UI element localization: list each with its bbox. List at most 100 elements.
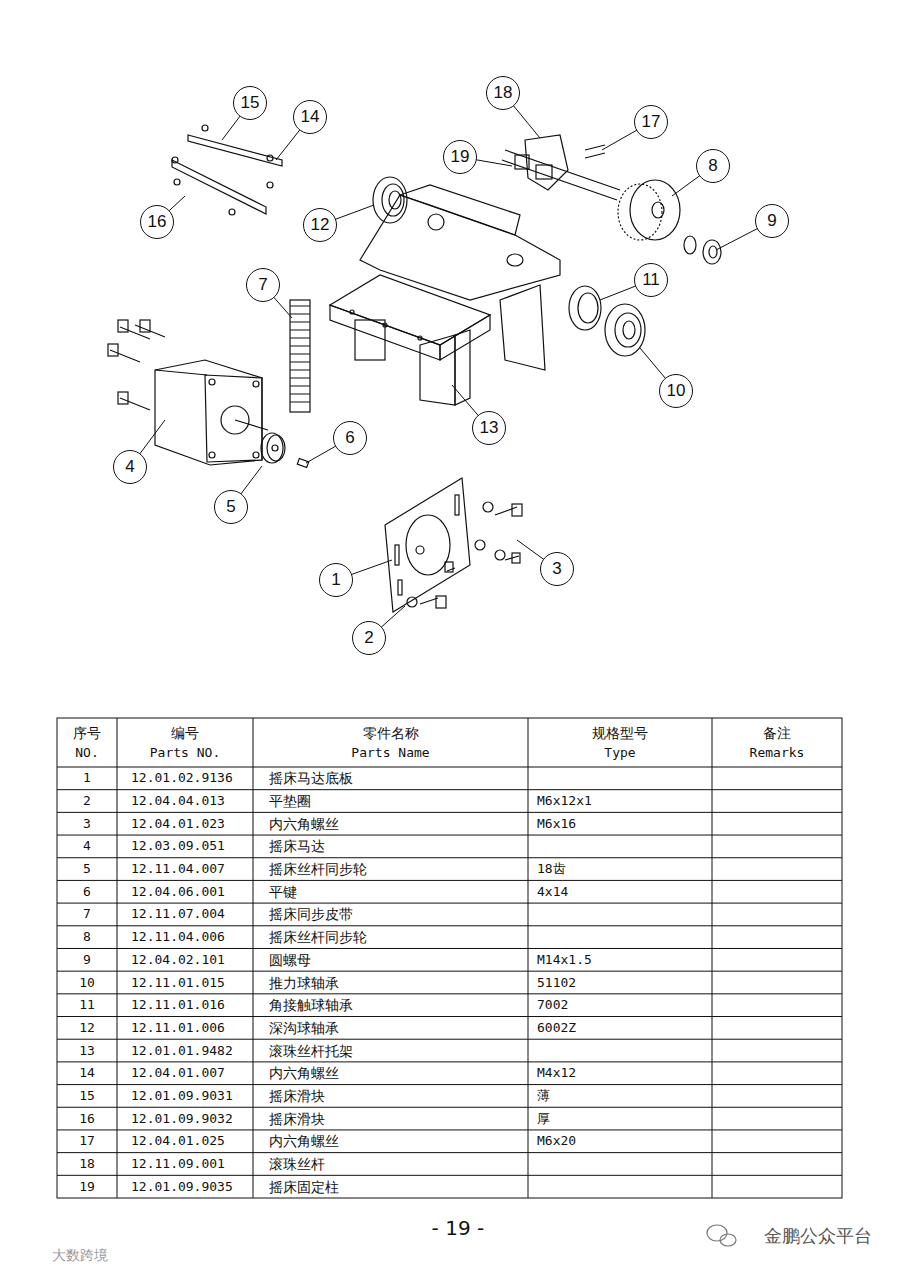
bearings xyxy=(569,286,645,356)
callout-circle: 9 xyxy=(755,204,789,238)
table-header: 零件名称 xyxy=(363,725,419,741)
part-number: 12.04.01.023 xyxy=(131,816,225,832)
callout-number: 11 xyxy=(642,270,660,290)
table-cell: 11 xyxy=(79,997,95,1013)
part-number: 12.04.01.007 xyxy=(131,1065,225,1081)
table-cell: 15 xyxy=(79,1088,95,1104)
part-name: 平垫圈 xyxy=(269,793,311,809)
table-cell: 4 xyxy=(83,838,91,854)
table-header: Parts NO. xyxy=(150,745,220,761)
deep-groove-bearing xyxy=(373,177,407,223)
table-header: 备注 xyxy=(763,725,791,741)
timing-pulley xyxy=(618,180,680,240)
callout-circle: 5 xyxy=(214,490,248,524)
part-name: 摇床滑块 xyxy=(269,1111,325,1127)
callout-number: 8 xyxy=(708,156,717,176)
part-name: 深沟球轴承 xyxy=(269,1020,339,1036)
callout-circle: 8 xyxy=(696,149,730,183)
round-nut xyxy=(684,236,721,264)
slider-rails xyxy=(172,125,282,215)
callout-number: 14 xyxy=(301,107,320,127)
table-cell: 7 xyxy=(83,906,91,922)
table-header: NO. xyxy=(75,745,98,761)
part-name: 平键 xyxy=(269,884,297,900)
callout-number: 17 xyxy=(642,112,661,132)
callout-circle: 10 xyxy=(659,374,693,408)
small-pulley xyxy=(261,433,309,468)
part-type: 薄 xyxy=(537,1088,550,1104)
part-name: 角接触球轴承 xyxy=(269,997,353,1013)
callout-number: 1 xyxy=(331,570,340,590)
callout-circle: 4 xyxy=(113,450,147,484)
table-cell: 14 xyxy=(79,1065,95,1081)
motor xyxy=(108,320,268,465)
part-type: 4x14 xyxy=(537,884,568,900)
part-number: 12.01.01.9482 xyxy=(131,1043,233,1059)
callout-number: 19 xyxy=(451,147,470,167)
part-number: 12.11.04.007 xyxy=(131,861,225,877)
callout-circle: 18 xyxy=(486,76,520,110)
part-type: 厚 xyxy=(537,1111,550,1127)
part-name: 摇床固定柱 xyxy=(269,1179,339,1195)
part-number: 12.01.09.9035 xyxy=(131,1179,233,1195)
part-name: 推力球轴承 xyxy=(269,975,339,991)
callout-circle: 7 xyxy=(246,268,280,302)
callout-number: 12 xyxy=(311,215,330,235)
callout-number: 6 xyxy=(345,428,354,448)
part-type: 18齿 xyxy=(537,861,566,877)
table-cell: 9 xyxy=(83,952,91,968)
table-cell: 2 xyxy=(83,793,91,809)
callout-number: 18 xyxy=(494,83,513,103)
part-number: 12.11.07.004 xyxy=(131,906,225,922)
callout-circle: 14 xyxy=(293,100,327,134)
callout-circle: 15 xyxy=(233,86,267,120)
callout-circle: 16 xyxy=(140,205,174,239)
table-header: Type xyxy=(604,745,635,761)
ball-screw xyxy=(502,135,620,200)
part-number: 12.04.01.025 xyxy=(131,1133,225,1149)
callout-circle: 11 xyxy=(634,263,668,297)
part-type: M14x1.5 xyxy=(537,952,592,968)
page-number: - 19 - xyxy=(432,1220,485,1236)
callout-number: 4 xyxy=(125,457,134,477)
callout-number: 5 xyxy=(226,497,235,517)
callout-circle: 6 xyxy=(333,421,367,455)
part-number: 12.11.01.006 xyxy=(131,1020,225,1036)
motor-base-plate xyxy=(385,478,522,612)
callout-circle: 13 xyxy=(472,411,506,445)
part-name: 摇床马达底板 xyxy=(269,770,353,786)
part-name: 摇床同步皮带 xyxy=(269,906,353,922)
part-name: 滚珠丝杆托架 xyxy=(269,1043,353,1059)
timing-belt xyxy=(290,300,310,412)
callout-number: 9 xyxy=(767,211,776,231)
part-number: 12.11.09.001 xyxy=(131,1156,225,1172)
table-cell: 19 xyxy=(79,1179,95,1195)
part-name: 摇床丝杆同步轮 xyxy=(269,861,367,877)
part-type: 7002 xyxy=(537,997,568,1013)
watermark: 金鹏公众平台 xyxy=(764,1228,872,1244)
part-type: M6x16 xyxy=(537,816,576,832)
callout-number: 15 xyxy=(241,93,260,113)
table-cell: 10 xyxy=(79,975,95,991)
table-cell: 1 xyxy=(83,770,91,786)
ball-screw-bracket xyxy=(330,185,560,405)
part-number: 12.11.01.015 xyxy=(131,975,225,991)
table-header: 序号 xyxy=(73,725,101,741)
table-header: Parts Name xyxy=(351,745,429,761)
callout-circle: 3 xyxy=(540,552,574,586)
part-name: 摇床滑块 xyxy=(269,1088,325,1104)
part-number: 12.01.09.9032 xyxy=(131,1111,233,1127)
callout-circle: 12 xyxy=(303,208,337,242)
table-cell: 6 xyxy=(83,884,91,900)
part-type: 6002Z xyxy=(537,1020,576,1036)
table-header: 规格型号 xyxy=(592,725,648,741)
part-number: 12.03.09.051 xyxy=(131,838,225,854)
part-name: 圆螺母 xyxy=(269,952,311,968)
part-type: M6x20 xyxy=(537,1133,576,1149)
part-number: 12.01.09.9031 xyxy=(131,1088,233,1104)
part-type: M4x12 xyxy=(537,1065,576,1081)
part-name: 内六角螺丝 xyxy=(269,1065,339,1081)
part-name: 滚珠丝杆 xyxy=(269,1156,325,1172)
part-type: M6x12x1 xyxy=(537,793,592,809)
